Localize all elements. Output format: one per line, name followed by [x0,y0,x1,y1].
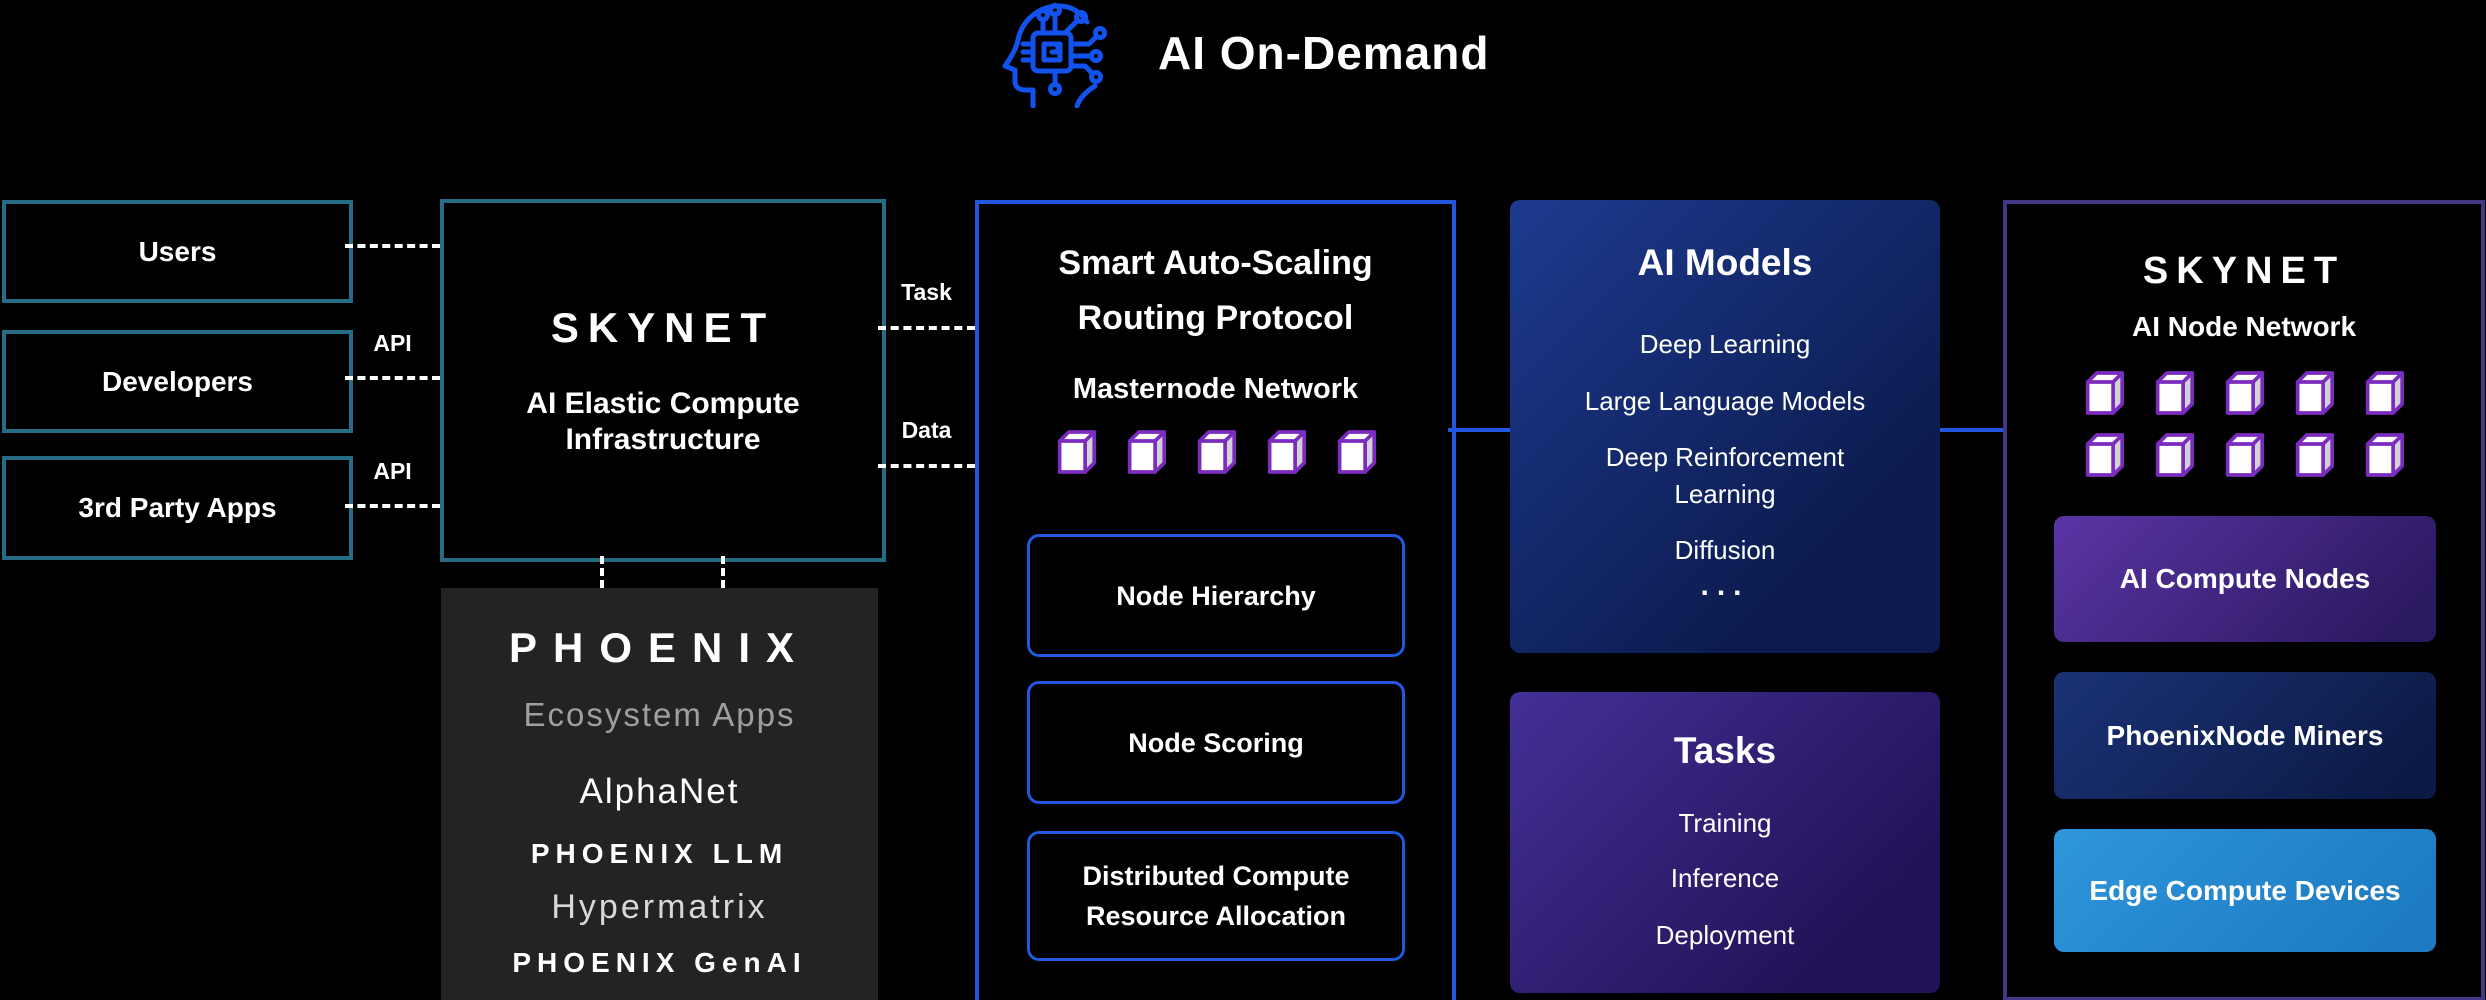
node-cube-icon [1267,430,1306,474]
node-cube-icon [1337,430,1376,474]
masternode-network-label: Masternode Network [1072,373,1359,405]
phoenix-connector-right [721,556,725,588]
ai-compute-nodes-label: AI Compute Nodes [2119,563,2371,594]
routing-title: Smart Auto-Scaling Routing Protocol [1058,244,1373,337]
node-cube-icon [1057,430,1096,474]
routing-protocol-box: Smart Auto-Scaling Routing Protocol Mast… [975,200,1456,1000]
phoenix-app-hypermatrix: Hypermatrix [551,888,768,926]
node-cube-icon [1127,430,1166,474]
node-cube-icon [2295,371,2334,415]
third-party-connector-line [345,504,440,508]
node-cube-icon [2225,433,2264,477]
node-cube-icon [2365,371,2404,415]
node-cube-icon [2155,371,2194,415]
task-training: Training [1678,808,1772,838]
node-cube-icon [2295,433,2334,477]
ai-head-circuit-icon [1002,3,1107,108]
users-label: Users [138,235,217,267]
ai-model-diffusion: Diffusion [1674,535,1776,565]
node-network-logo: SKYNET [2142,250,2346,292]
ai-compute-nodes-layer: AI Compute Nodes [2054,516,2436,642]
edge-compute-devices-layer: Edge Compute Devices [2054,829,2436,952]
task-flow-label: Task [901,279,952,305]
developers-box: Developers [2,330,353,433]
node-hierarchy-label: Node Hierarchy [1116,580,1316,611]
node-cube-icon [1197,430,1236,474]
phoenixnode-miners-layer: PhoenixNode Miners [2054,672,2436,799]
resource-allocation-label: Distributed Compute Resource Allocation [1082,861,1350,931]
phoenix-logo: PHOENIX [508,624,811,671]
users-box: Users [2,200,353,303]
node-network-title: AI Node Network [2131,311,2357,342]
node-scoring-box: Node Scoring [1027,681,1405,804]
resource-allocation-box: Distributed Compute Resource Allocation [1027,831,1405,961]
users-connector-line [345,244,440,248]
task-deployment: Deployment [1655,920,1795,950]
node-cube-icon [2085,433,2124,477]
ai-models-ellipsis: ... [1700,569,1750,602]
edge-compute-devices-label: Edge Compute Devices [2089,874,2401,906]
third-party-apps-label: 3rd Party Apps [78,492,277,523]
node-hierarchy-box: Node Hierarchy [1027,534,1405,657]
network-node-cubes [2079,369,2409,479]
skynet-infra-box: SKYNET AI Elastic Compute Infrastructure [440,199,886,562]
ai-models-card: AI Models Deep Learning Large Language M… [1510,200,1940,653]
phoenix-panel: PHOENIX Ecosystem Apps AlphaNet PHOENIX … [441,588,878,1000]
ai-models-title: AI Models [1637,242,1813,283]
task-inference: Inference [1670,863,1780,893]
phoenix-subtitle: Ecosystem Apps [523,696,796,733]
node-network-box: SKYNET AI Node Network [2003,200,2485,1000]
ai-model-deep-learning: Deep Learning [1639,329,1811,359]
phoenixnode-miners-label: PhoenixNode Miners [2106,719,2384,751]
developers-label: Developers [102,365,253,397]
routing-to-models-line [1448,428,1512,432]
models-to-network-line [1938,428,2005,432]
phoenix-connector-left [600,556,604,588]
data-flow-label: Data [901,417,952,443]
node-cube-icon [2085,371,2124,415]
phoenix-app-llm: PHOENIX LLM [530,838,789,869]
page-title: AI On-Demand [1158,27,1490,79]
tasks-title: Tasks [1673,730,1777,771]
phoenix-app-genai: PHOENIX GenAI [512,947,807,978]
masternode-cubes [979,428,1452,476]
node-cube-icon [2225,371,2264,415]
skynet-infra-logo: SKYNET [550,303,776,351]
node-cube-icon [2155,433,2194,477]
data-connector-line [878,464,975,468]
task-connector-line [878,326,975,330]
node-scoring-label: Node Scoring [1128,727,1304,758]
developers-connector-line [345,376,440,380]
ai-model-drl: Deep Reinforcement Learning [1605,442,1845,509]
ai-model-llm: Large Language Models [1584,386,1866,416]
node-cube-icon [2365,433,2404,477]
skynet-infra-title: AI Elastic Compute Infrastructure [526,386,800,456]
third-party-apps-box: 3rd Party Apps [2,456,353,560]
phoenix-app-alphanet: AlphaNet [579,772,740,811]
third-party-api-label: API [373,458,412,484]
tasks-card: Tasks Training Inference Deployment [1510,692,1940,993]
developers-api-label: API [373,330,412,356]
